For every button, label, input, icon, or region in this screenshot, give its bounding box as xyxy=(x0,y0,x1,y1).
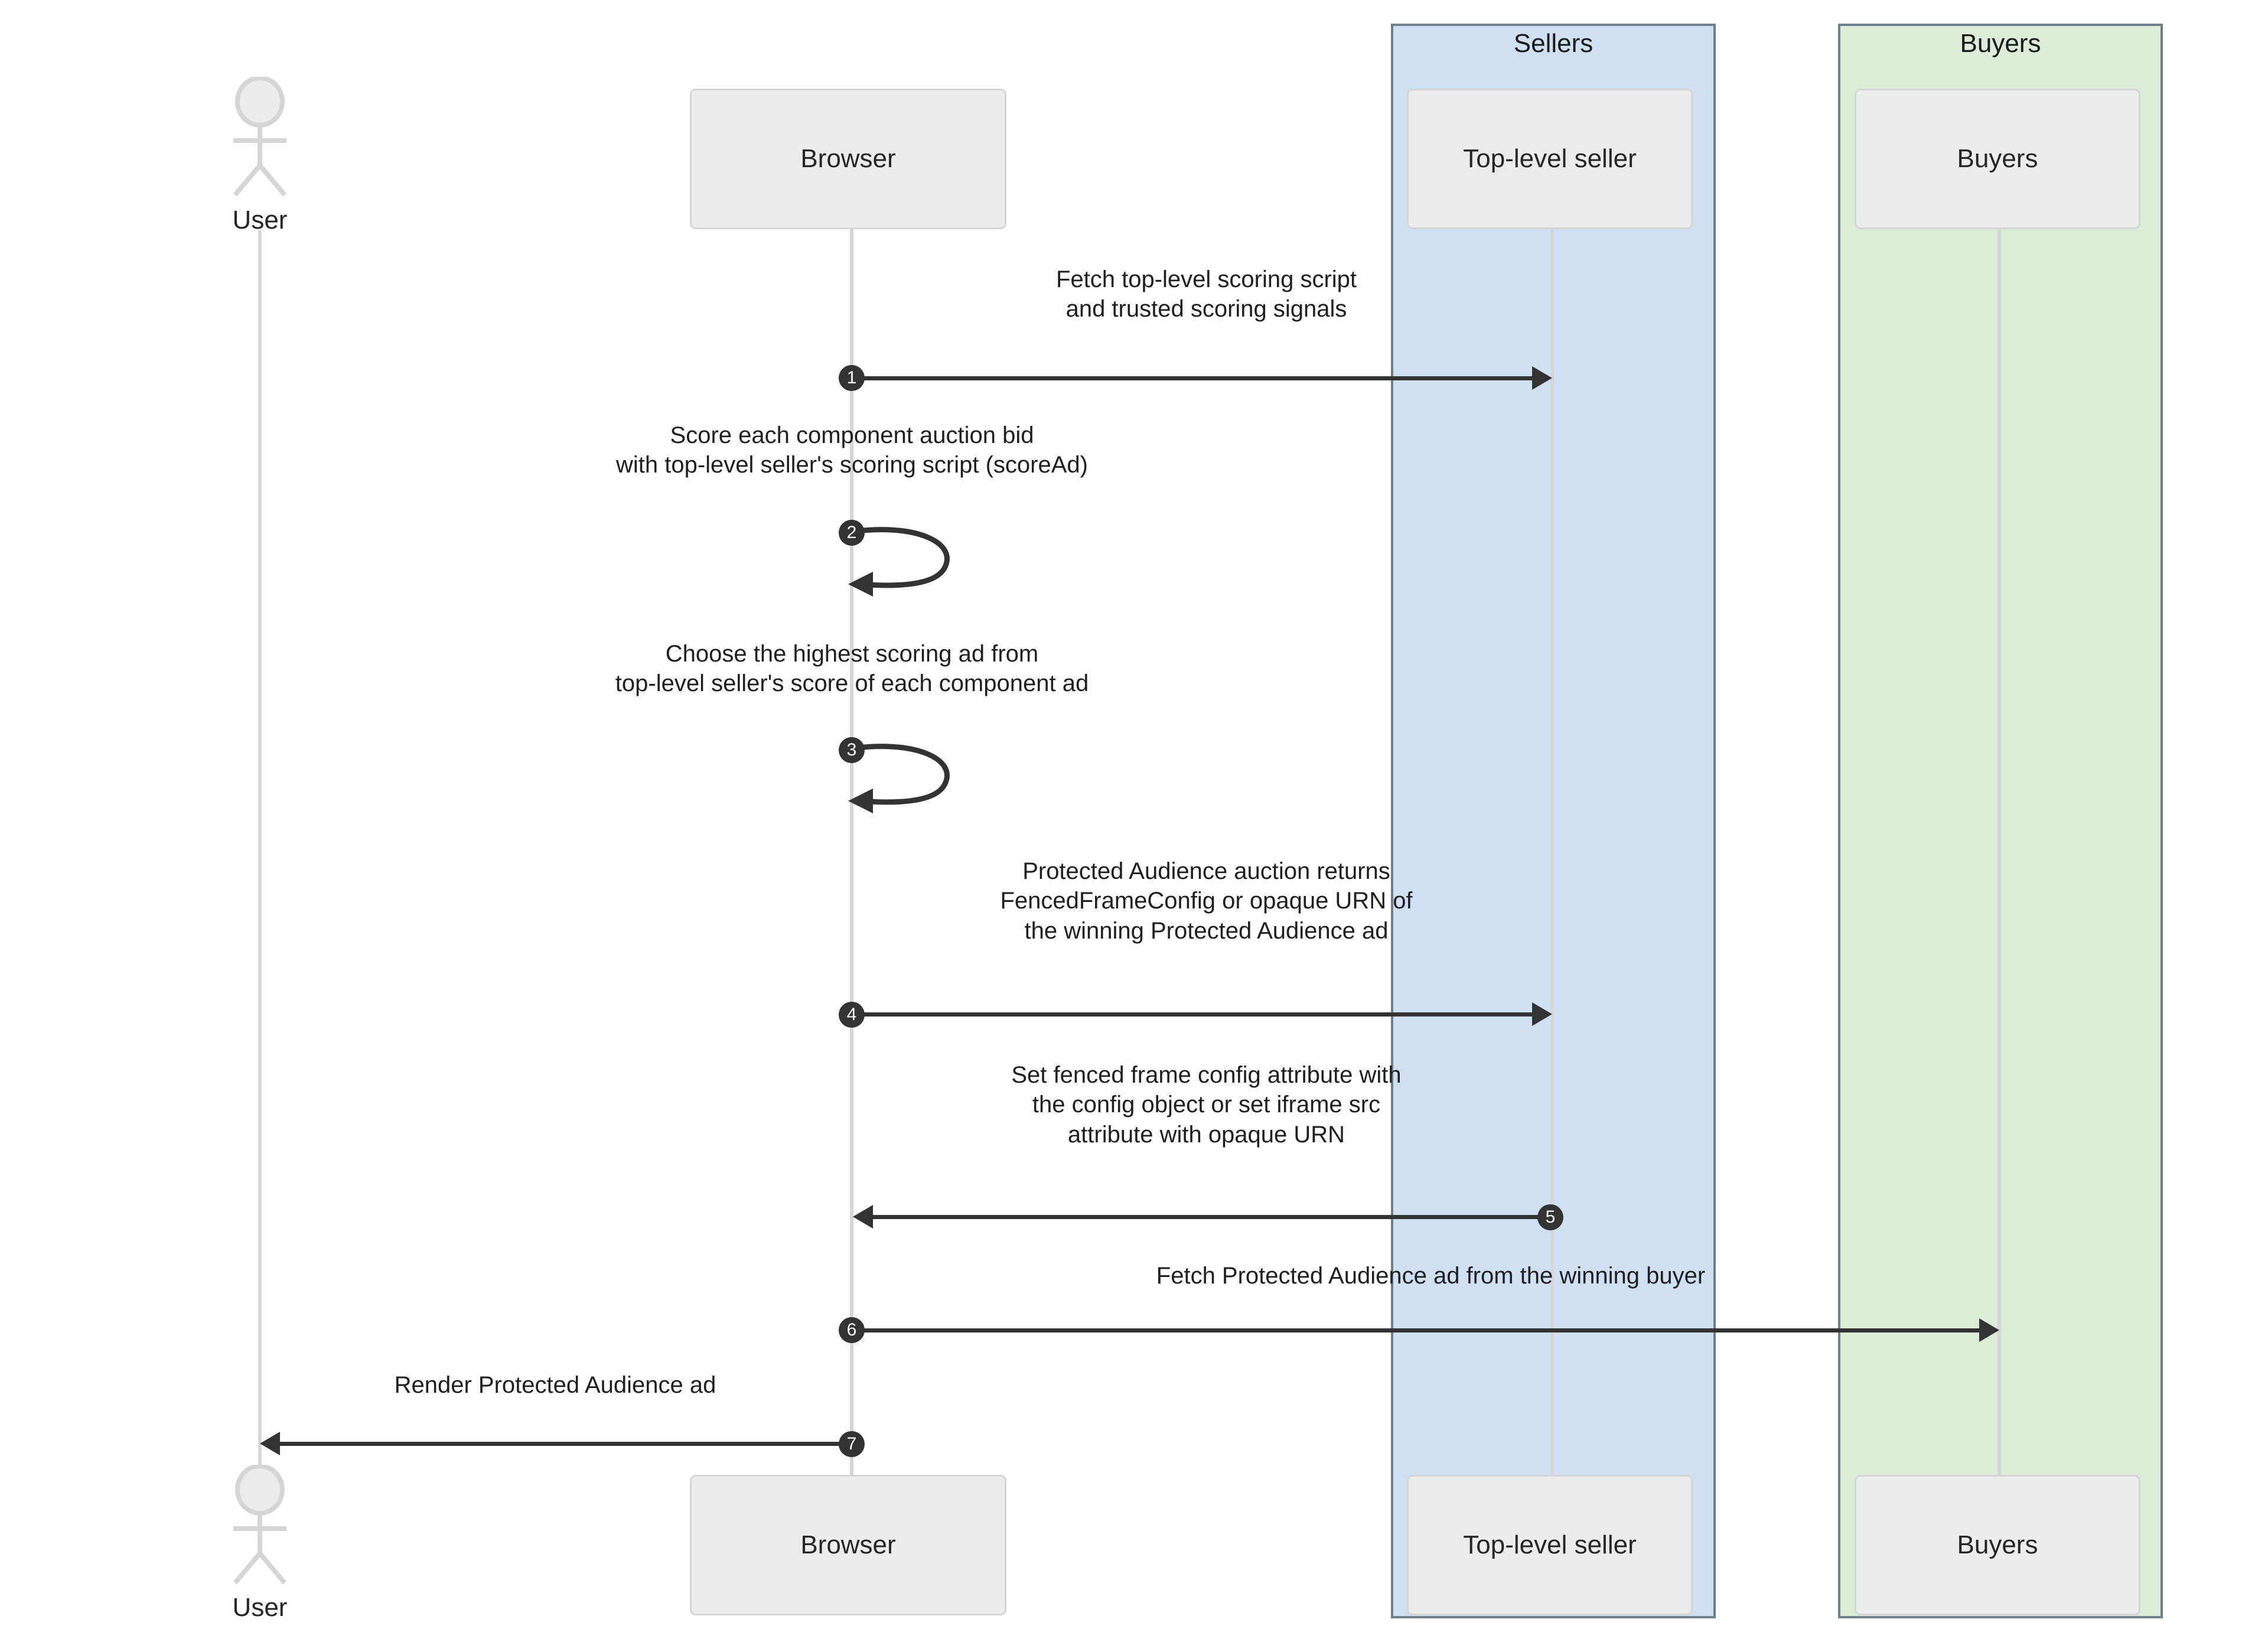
participant-label-browser-top: Browser xyxy=(800,144,896,173)
message-seq-7: 7 xyxy=(839,1431,865,1457)
message-arrowhead-7 xyxy=(260,1432,280,1455)
message-text-5: Set fenced frame config attribute with t… xyxy=(1011,1062,1402,1148)
actor-label-user-bottom: User xyxy=(232,1593,288,1622)
participant-browser-bottom: Browser xyxy=(690,1475,1006,1615)
participant-label-seller-bottom: Top-level seller xyxy=(1463,1530,1637,1559)
message-text-4: Protected Audience auction returns Fence… xyxy=(1000,858,1413,944)
message-line-6 xyxy=(852,1328,1981,1333)
group-label-sellers: Sellers xyxy=(1513,29,1594,58)
message-text-6: Fetch Protected Audience ad from the win… xyxy=(1156,1263,1706,1289)
actor-user-top xyxy=(219,76,301,201)
message-seq-4: 4 xyxy=(839,1002,865,1028)
message-seq-6: 6 xyxy=(839,1317,865,1343)
message-arrowhead-4 xyxy=(1532,1002,1552,1026)
user-stick-figure-icon xyxy=(233,76,287,197)
participant-label-buyers-top: Buyers xyxy=(1957,144,2038,173)
message-seq-3: 3 xyxy=(839,737,865,763)
message-seq-1: 1 xyxy=(839,365,865,391)
participant-seller-bottom: Top-level seller xyxy=(1407,1475,1693,1615)
participant-label-seller-top: Top-level seller xyxy=(1463,144,1637,173)
lifeline-seller xyxy=(1550,227,1554,1483)
self-loop-arrow-3-icon xyxy=(848,744,950,813)
message-line-1 xyxy=(852,376,1534,380)
message-arrowhead-1 xyxy=(1532,366,1552,390)
actor-label-user-top: User xyxy=(232,206,288,234)
message-line-4 xyxy=(852,1012,1534,1017)
lifeline-user xyxy=(258,230,262,1500)
lifeline-browser xyxy=(850,227,853,1483)
participant-buyers-bottom: Buyers xyxy=(1855,1475,2140,1615)
message-text-2: Score each component auction bid with to… xyxy=(615,422,1088,478)
user-stick-figure-icon xyxy=(233,1464,287,1585)
message-text-7: Render Protected Audience ad xyxy=(394,1372,716,1398)
message-line-7 xyxy=(280,1442,852,1446)
message-line-5 xyxy=(873,1215,1555,1219)
message-loop-2 xyxy=(845,519,963,604)
message-loop-3 xyxy=(845,735,963,821)
self-loop-arrow-2-icon xyxy=(848,527,950,597)
participant-seller-top: Top-level seller xyxy=(1407,89,1693,229)
participant-browser-top: Browser xyxy=(690,89,1006,229)
message-seq-2: 2 xyxy=(839,520,865,546)
participant-label-browser-bottom: Browser xyxy=(800,1530,896,1559)
group-label-buyers: Buyers xyxy=(1960,29,2041,58)
message-arrowhead-6 xyxy=(1979,1318,1999,1342)
message-seq-5: 5 xyxy=(1537,1204,1563,1230)
participant-label-buyers-bottom: Buyers xyxy=(1957,1530,2038,1559)
message-arrowhead-5 xyxy=(853,1205,873,1229)
message-text-1: Fetch top-level scoring script and trust… xyxy=(1055,266,1357,322)
participant-buyers-top: Buyers xyxy=(1855,89,2140,229)
actor-user-bottom xyxy=(219,1464,301,1589)
message-text-3: Choose the highest scoring ad from top-l… xyxy=(615,641,1089,697)
lifeline-buyers xyxy=(1997,227,2001,1483)
